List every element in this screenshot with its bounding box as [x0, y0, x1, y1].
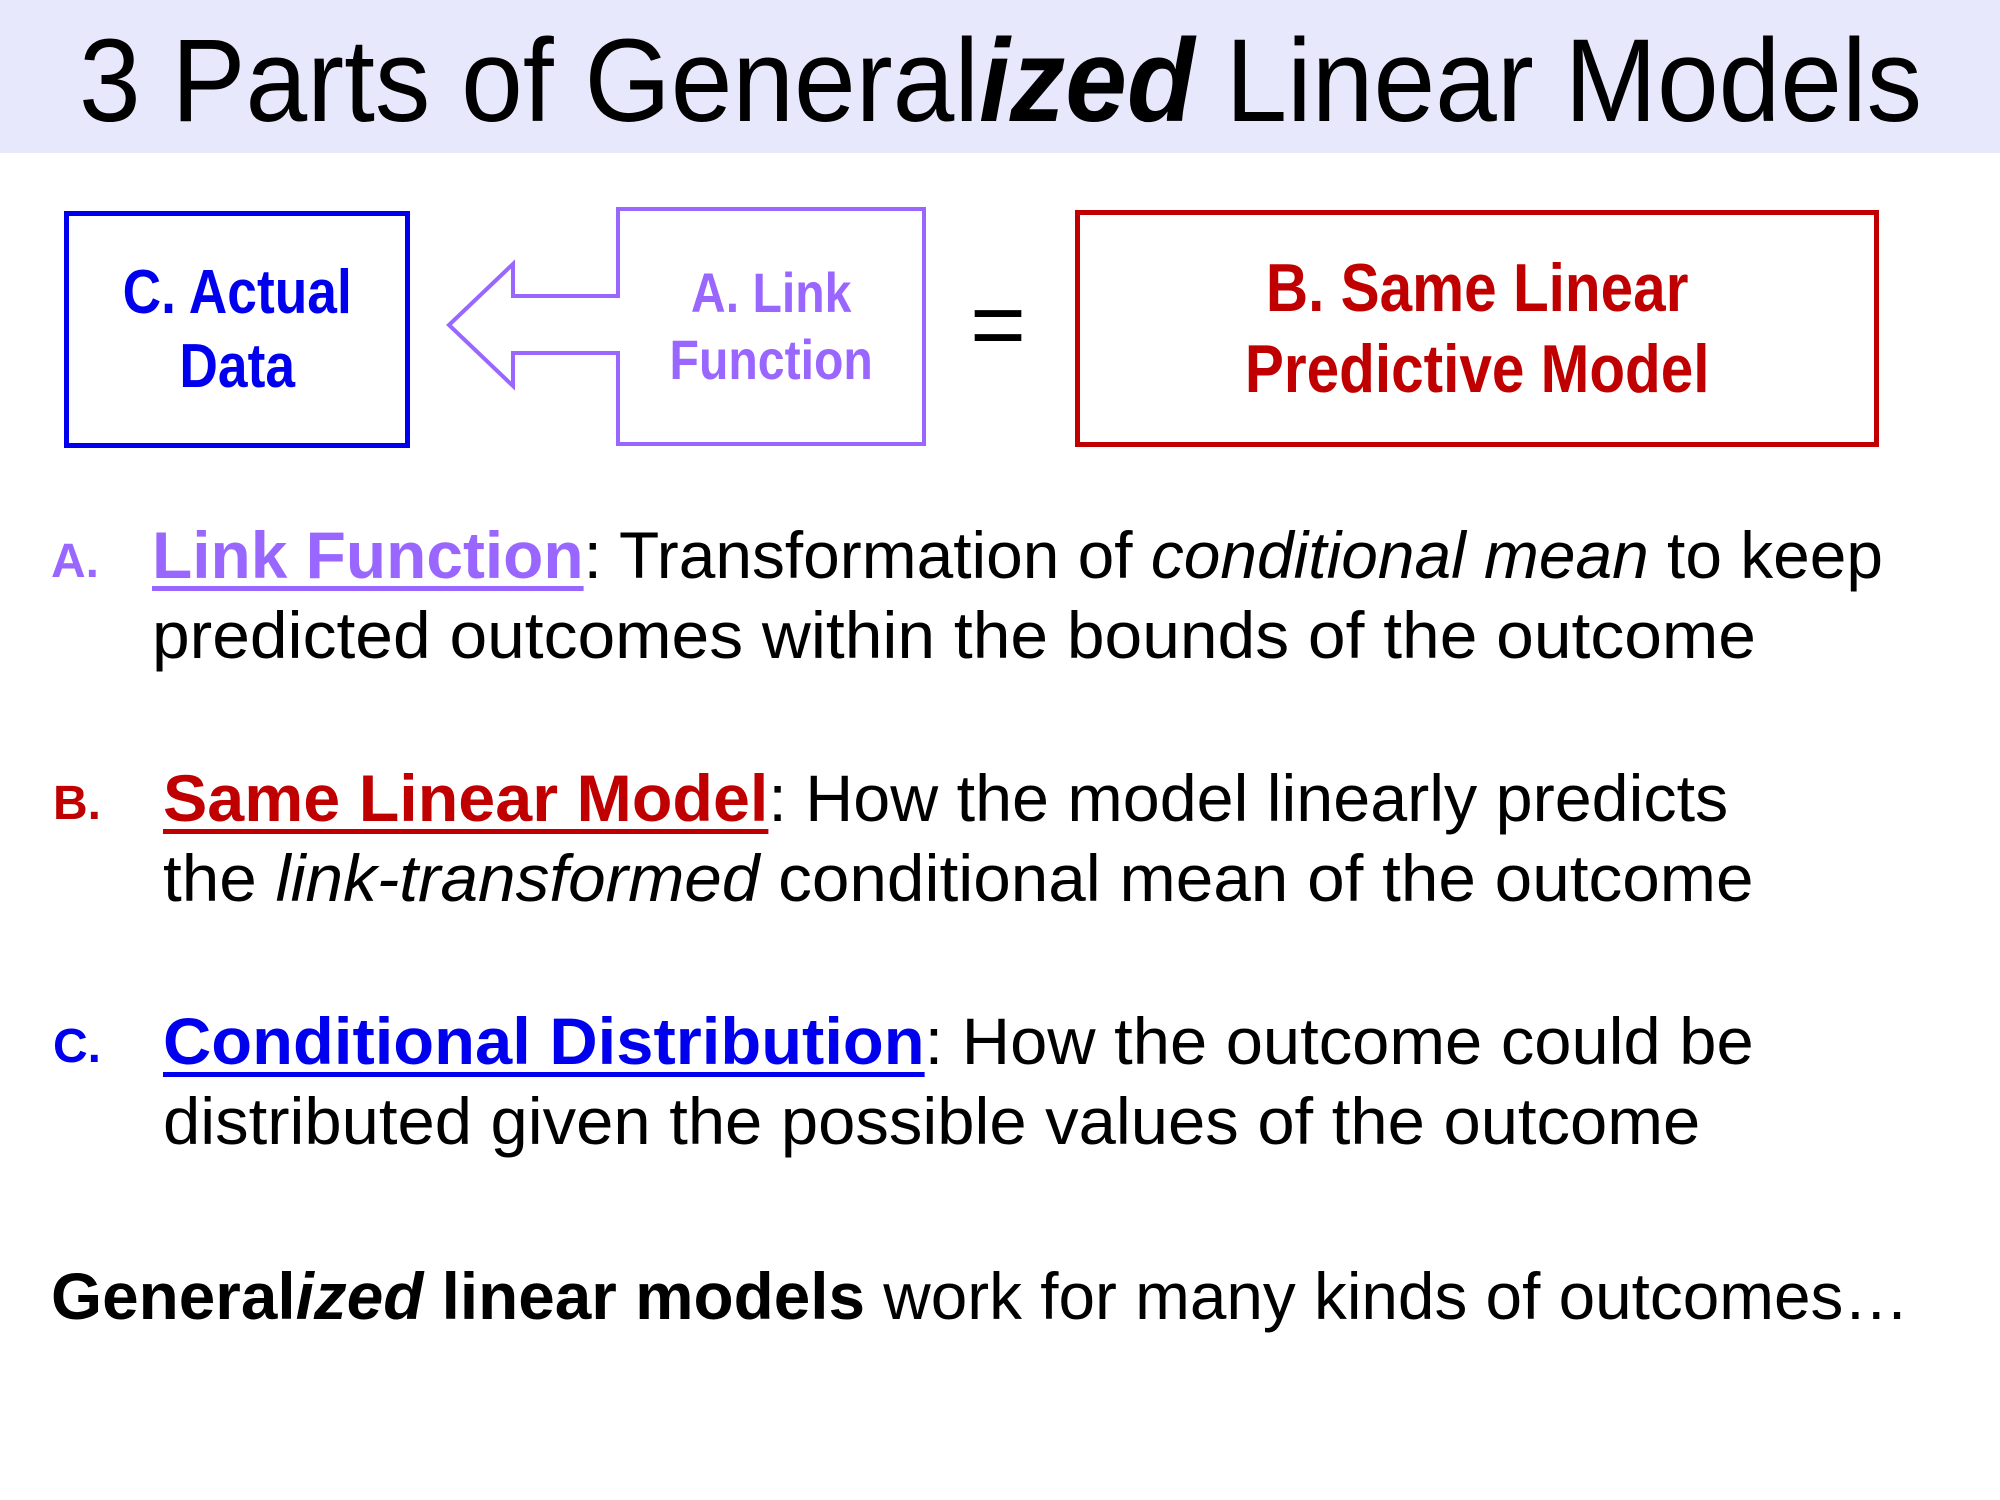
- item-b-marker: B.: [53, 777, 101, 830]
- link-function-box: A. Link Function: [616, 207, 926, 446]
- footer-bold-italic: ized: [295, 1259, 424, 1333]
- linear-model-line1: B. Same Linear: [1265, 250, 1689, 327]
- actual-data-box: C. Actual Data: [64, 211, 410, 448]
- item-a-line1: Link Function: Transformation of conditi…: [152, 522, 1883, 588]
- equals-sign: =: [969, 271, 1027, 378]
- link-function-heading: Link Function: [152, 518, 584, 592]
- item-b-line2-start: the: [163, 841, 276, 915]
- item-b-line1: Same Linear Model: How the model linearl…: [163, 765, 1728, 831]
- item-c-line2: distributed given the possible values of…: [163, 1084, 1701, 1158]
- actual-data-line1: C. Actual: [122, 258, 352, 328]
- item-c-line1: Conditional Distribution: How the outcom…: [163, 1008, 1754, 1074]
- title-text-emphasis: ized: [978, 15, 1195, 147]
- title-text-part1: 3 Parts of General: [79, 15, 979, 147]
- item-c-marker: C.: [53, 1020, 101, 1073]
- item-b-line2-end: conditional mean of the outcome: [759, 841, 1754, 915]
- left-arrow-icon: [446, 259, 620, 391]
- title-text-part3: Linear Models: [1194, 15, 1923, 147]
- linear-model-line2: Predictive Model: [1244, 330, 1710, 407]
- linear-model-box: B. Same Linear Predictive Model: [1075, 210, 1879, 447]
- item-b-line2: the link-transformed conditional mean of…: [163, 845, 1754, 911]
- item-a-text-end: to keep: [1648, 518, 1884, 592]
- actual-data-line2: Data: [179, 331, 295, 401]
- conditional-distribution-heading: Conditional Distribution: [163, 1004, 925, 1078]
- link-function-line2: Function: [669, 327, 873, 391]
- item-a-italic: conditional mean: [1150, 518, 1649, 592]
- item-b-text: : How the model linearly predicts: [768, 761, 1729, 835]
- footer-statement: Generalized linear models work for many …: [51, 1263, 1909, 1329]
- item-b-italic: link-transformed: [275, 841, 760, 915]
- footer-rest: work for many kinds of outcomes…: [865, 1259, 1910, 1333]
- title-band: [0, 0, 2000, 153]
- slide-title: 3 Parts of Generalized Linear Models: [79, 22, 1922, 140]
- same-linear-model-heading: Same Linear Model: [163, 761, 769, 835]
- link-function-line1: A. Link: [690, 261, 852, 325]
- item-a-line2: predicted outcomes within the bounds of …: [152, 598, 1756, 672]
- item-a-text: : Transformation of: [583, 518, 1151, 592]
- item-c-text: : How the outcome could be: [924, 1004, 1754, 1078]
- footer-bold-2: linear models: [423, 1259, 866, 1333]
- footer-bold-1: General: [51, 1259, 296, 1333]
- item-a-marker: A.: [51, 535, 99, 588]
- arrow-joint: [614, 298, 622, 351]
